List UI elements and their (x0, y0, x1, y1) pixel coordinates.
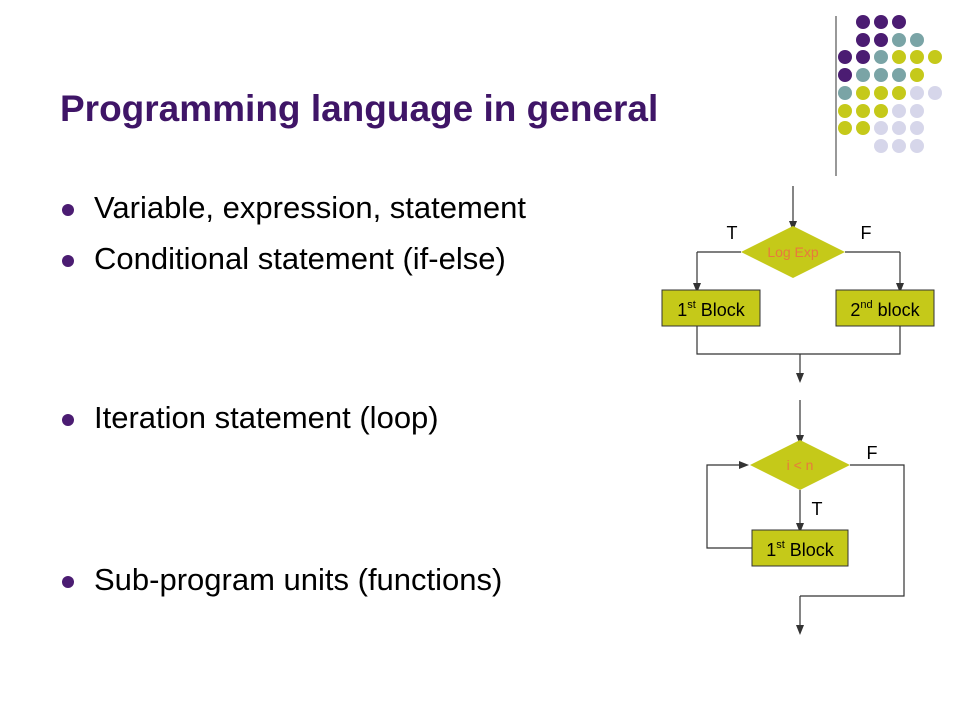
bullet-dot (62, 414, 74, 426)
decorative-dot (838, 86, 852, 100)
decorative-dot (910, 139, 924, 153)
decorative-dot (838, 68, 852, 82)
decorative-dot (892, 15, 906, 29)
decorative-dot (838, 50, 852, 64)
decorative-dot (910, 121, 924, 135)
decorative-dot (874, 139, 888, 153)
first-block-label: 1st Block (677, 299, 746, 320)
decorative-dot (856, 104, 870, 118)
second-block-label: 2nd block (850, 299, 920, 320)
decorative-dot-grid (835, 15, 942, 176)
decorative-dot (928, 50, 942, 64)
decorative-dot (874, 121, 888, 135)
merge-connector (696, 326, 901, 355)
first-block (661, 289, 761, 327)
decorative-dot (838, 121, 852, 135)
true-label: T (727, 223, 738, 243)
decorative-dot (874, 33, 888, 47)
decorative-dot (910, 33, 924, 47)
bullet-text: Iteration statement (loop) (94, 400, 439, 435)
decorative-dot (892, 104, 906, 118)
decorative-dot (856, 121, 870, 135)
decorative-dot (856, 15, 870, 29)
bullet-dot (62, 576, 74, 588)
decorative-dot (892, 139, 906, 153)
false-label: F (861, 223, 872, 243)
decorative-dot (892, 86, 906, 100)
loop-back-connector (706, 461, 752, 549)
decorative-dot (856, 68, 870, 82)
condition-diamond (741, 226, 845, 278)
decorative-dot (892, 68, 906, 82)
decorative-dot (910, 68, 924, 82)
bullet-dot (62, 255, 74, 267)
loop-true-label: T (812, 499, 823, 519)
decorative-dot (874, 86, 888, 100)
loop-false-connector (800, 464, 905, 597)
decorative-dot (874, 104, 888, 118)
decorative-dot (838, 104, 852, 118)
loop-body-block (751, 529, 849, 567)
decorative-dot (892, 33, 906, 47)
bullet-dot (62, 204, 74, 216)
slide-title: Programming language in general (60, 88, 659, 129)
decorative-dot (874, 68, 888, 82)
decorative-dot (892, 50, 906, 64)
bullet-text: Conditional statement (if-else) (94, 241, 506, 276)
bullet-text: Variable, expression, statement (94, 190, 526, 225)
loop-condition-diamond (750, 440, 850, 490)
decorative-dot (874, 50, 888, 64)
loop-condition-label: i < n (787, 457, 814, 473)
loop-flowchart (706, 400, 905, 635)
if-else-flowchart (693, 186, 904, 383)
decorative-dot (892, 121, 906, 135)
loop-body-label: 1st Block (766, 539, 835, 560)
decorative-dot (910, 86, 924, 100)
second-block (835, 289, 935, 327)
condition-label: Log Exp (767, 244, 819, 260)
decorative-dot (928, 86, 942, 100)
decorative-dot (874, 15, 888, 29)
bullet-text: Sub-program units (functions) (94, 562, 503, 597)
decorative-dot (856, 33, 870, 47)
loop-false-label: F (867, 443, 878, 463)
decorative-dot (910, 104, 924, 118)
decorative-dot (856, 50, 870, 64)
decorative-dot (856, 86, 870, 100)
decorative-dot (910, 50, 924, 64)
